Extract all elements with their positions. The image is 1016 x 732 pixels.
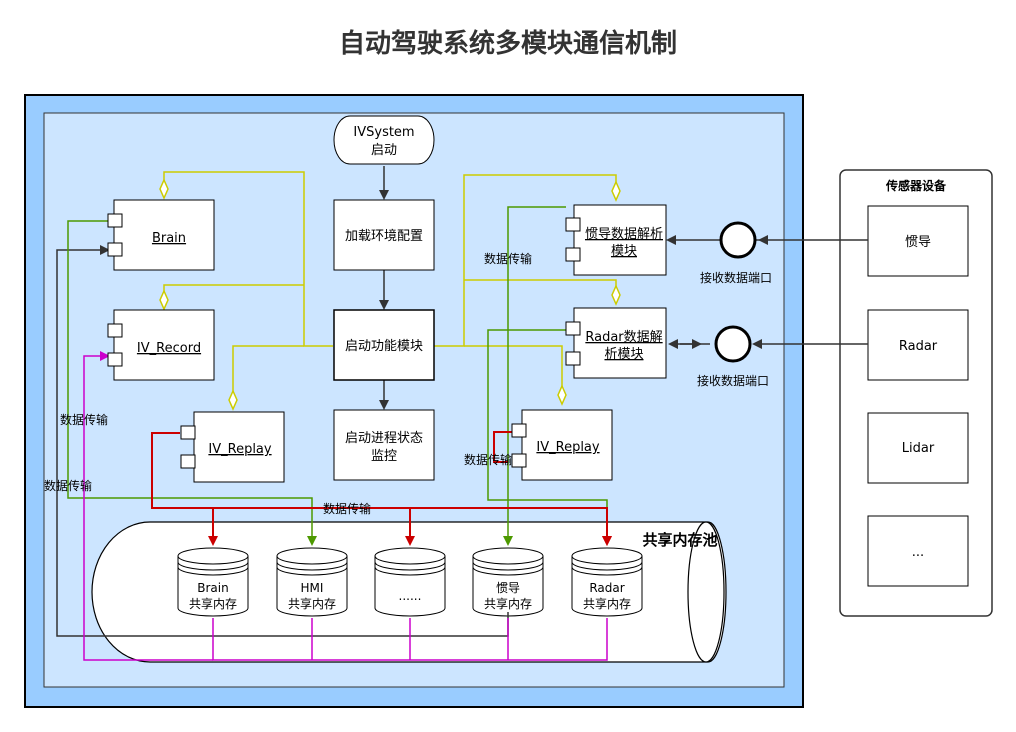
sensor-radar-label: Radar <box>899 339 938 354</box>
sensor-more-label: ... <box>912 545 924 560</box>
sensor-more[interactable] <box>867 515 969 587</box>
ivsystem-start-node[interactable] <box>333 115 435 165</box>
db-imu-label-1: 惯导 <box>496 580 520 595</box>
db-radar-label-1: Radar <box>589 581 624 595</box>
db-imu[interactable] <box>472 547 544 617</box>
db-brain-label-1: Brain <box>197 581 228 595</box>
edge-label-data-transfer: 数据传输 <box>60 412 108 427</box>
diagram-title: 自动驾驶系统多模块通信机制 <box>339 28 677 59</box>
db-hmi-label-2: 共享内存 <box>288 596 336 611</box>
receive-port-radar-label: 接收数据端口 <box>697 373 769 388</box>
load-env-label: 加载环境配置 <box>345 229 423 244</box>
port-icon <box>511 453 527 468</box>
sensor-radar[interactable] <box>867 309 969 381</box>
db-brain-label-2: 共享内存 <box>189 596 237 611</box>
receive-port-radar[interactable] <box>714 325 752 363</box>
receive-port-imu[interactable] <box>719 221 757 259</box>
imu-parse-component[interactable] <box>573 204 667 276</box>
edge-label-data-transfer: 数据传输 <box>323 501 371 516</box>
start-label-2: 启动 <box>371 143 397 158</box>
iv-replay-left-label: IV_Replay <box>208 442 272 457</box>
magenta-connectors <box>83 351 608 661</box>
iv-record-label: IV_Record <box>137 341 201 356</box>
start-module-box[interactable] <box>333 309 435 381</box>
port-icon <box>565 217 581 232</box>
start-label-1: IVSystem <box>353 125 414 140</box>
port-icon <box>180 425 196 440</box>
edge-label-data-transfer: 数据传输 <box>44 478 92 493</box>
iv-replay-right-component[interactable] <box>521 409 613 481</box>
db-imu-label-2: 共享内存 <box>484 596 532 611</box>
imu-parse-label-1: 惯导数据解析 <box>585 226 663 242</box>
port-icon <box>511 423 527 438</box>
sensor-panel <box>839 169 993 617</box>
iv-replay-left-component[interactable] <box>193 411 285 483</box>
port-icon <box>180 454 196 469</box>
edge-label-data-transfer: 数据传输 <box>464 452 512 467</box>
sensor-panel-title: 传感器设备 <box>885 178 947 193</box>
start-module-label: 启动功能模块 <box>345 339 423 354</box>
db-radar-label-2: 共享内存 <box>583 596 631 611</box>
status-label-1: 启动进程状态 <box>345 431 423 446</box>
iv-replay-right-label: IV_Replay <box>536 440 600 455</box>
db-more[interactable] <box>374 547 446 617</box>
db-hmi-label-1: HMI <box>301 581 324 595</box>
db-brain[interactable] <box>177 547 249 617</box>
iv-record-component[interactable] <box>113 309 215 381</box>
brain-label: Brain <box>152 231 186 246</box>
port-icon <box>565 351 581 366</box>
sensor-lidar[interactable] <box>867 412 969 484</box>
receive-port-imu-label: 接收数据端口 <box>700 270 772 285</box>
port-icon <box>107 352 123 367</box>
radar-parse-label-2: 析模块 <box>604 347 643 362</box>
brain-component[interactable] <box>113 199 215 271</box>
port-icon <box>565 321 581 336</box>
edge-label-data-transfer: 数据传输 <box>484 251 532 266</box>
sensor-lidar-label: Lidar <box>902 441 935 456</box>
port-icon <box>565 247 581 262</box>
imu-parse-label-2: 模块 <box>611 244 637 259</box>
db-more-label: ...... <box>399 589 422 603</box>
load-env-config-box[interactable] <box>333 199 435 271</box>
radar-parse-label-1: Radar数据解 <box>585 330 662 345</box>
sensor-imu-label: 惯导 <box>905 234 931 250</box>
port-icon <box>107 323 123 338</box>
port-icon <box>107 213 123 228</box>
yellow-diamonds <box>159 178 621 411</box>
status-label-2: 监控 <box>371 449 397 464</box>
port-icon <box>107 242 123 257</box>
process-status-box[interactable] <box>333 409 435 481</box>
db-hmi[interactable] <box>276 547 348 617</box>
radar-parse-component[interactable] <box>573 307 667 379</box>
sensor-imu[interactable] <box>867 205 969 277</box>
red-connectors <box>151 431 612 546</box>
pool-end-cap <box>687 521 725 663</box>
db-radar[interactable] <box>571 547 643 617</box>
pool-title: 共享内存池 <box>642 531 717 549</box>
